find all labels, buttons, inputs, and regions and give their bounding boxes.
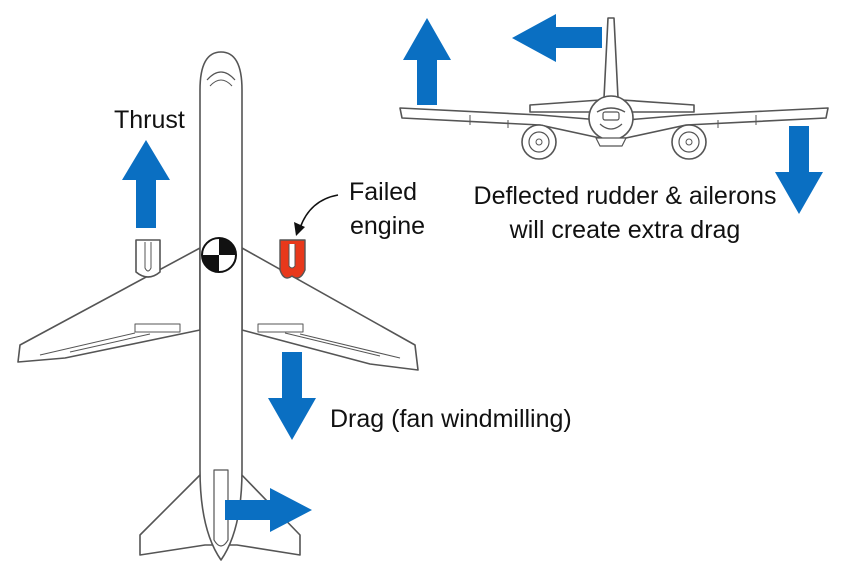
- thrust-label: Thrust: [114, 106, 185, 134]
- top-view-airplane: [17, 51, 419, 561]
- aileron-up-arrow: [403, 18, 451, 105]
- tail-yaw-arrow: [225, 488, 312, 532]
- rudder-label-line1: Deflected rudder & ailerons: [473, 182, 777, 210]
- failed-engine-label-line2: engine: [350, 212, 426, 240]
- drag-arrow: [268, 352, 316, 440]
- right-wing: [241, 247, 419, 371]
- cg-marker-icon: [201, 237, 237, 273]
- curved-pointer-arrow-icon: [294, 194, 339, 236]
- front-view-airplane: [399, 17, 829, 160]
- rudder-label-line2: will create extra drag: [509, 216, 741, 244]
- thrust-arrow: [122, 140, 170, 228]
- left-wing: [17, 247, 201, 363]
- front-vertical-fin: [603, 17, 619, 99]
- rudder-left-arrow: [512, 14, 602, 62]
- failed-engine-label-line1: Failed: [349, 178, 418, 206]
- fuselage: [199, 51, 243, 561]
- drag-label: Drag (fan windmilling): [330, 405, 572, 433]
- aileron-down-arrow: [775, 126, 823, 214]
- left-engine: [135, 239, 161, 278]
